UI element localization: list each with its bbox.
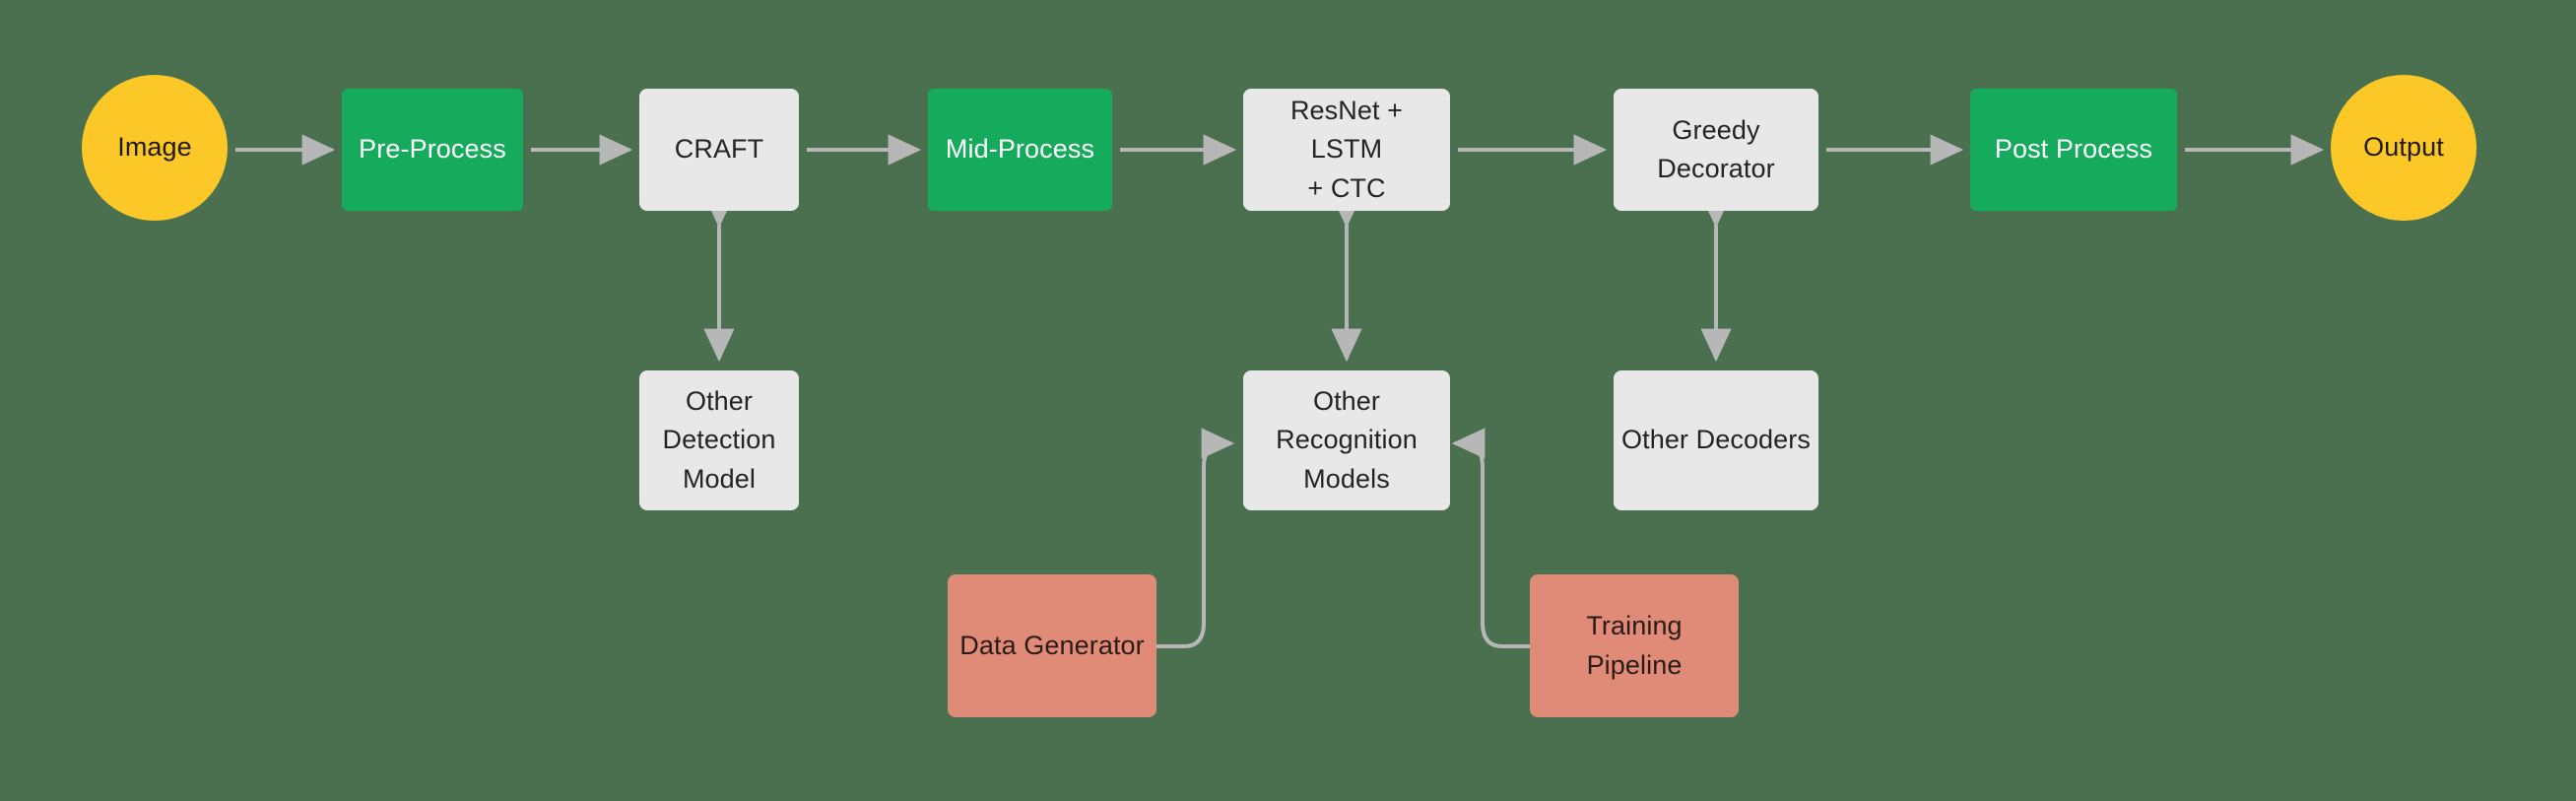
node-craft[interactable]: CRAFT: [639, 89, 799, 211]
node-training-pipeline[interactable]: Training Pipeline: [1530, 574, 1739, 717]
node-other-decoders-label: Other Decoders: [1621, 425, 1811, 455]
node-resnet-lstm-ctc[interactable]: ResNet + LSTM + CTC: [1243, 89, 1450, 211]
node-resnet-lstm-ctc-label: ResNet + LSTM + CTC: [1289, 96, 1404, 203]
node-image-label: Image: [117, 132, 192, 163]
node-output-label: Output: [2363, 132, 2444, 163]
node-data-generator[interactable]: Data Generator: [948, 574, 1156, 717]
node-other-decoders[interactable]: Other Decoders: [1614, 370, 1818, 510]
node-greedy-decorator[interactable]: Greedy Decorator: [1614, 89, 1818, 211]
node-greedy-decorator-label: Greedy Decorator: [1657, 114, 1775, 183]
node-post-process-label: Post Process: [1994, 134, 2153, 165]
edge-training-pipeline-to-other-recognition: [1451, 428, 1530, 648]
node-other-recognition-models[interactable]: Other Recognition Models: [1243, 370, 1450, 510]
edge-data-generator-to-other-recognition: [1156, 428, 1235, 648]
node-image[interactable]: Image: [82, 75, 228, 221]
node-output[interactable]: Output: [2331, 75, 2477, 221]
node-other-recognition-models-label: Other Recognition Models: [1276, 386, 1418, 494]
node-post-process[interactable]: Post Process: [1970, 89, 2177, 211]
node-pre-process-label: Pre-Process: [359, 134, 506, 165]
node-mid-process[interactable]: Mid-Process: [928, 89, 1112, 211]
node-craft-label: CRAFT: [674, 134, 764, 165]
node-data-generator-label: Data Generator: [959, 630, 1145, 660]
node-other-detection-model-label: Other Detection Model: [662, 386, 776, 494]
node-pre-process[interactable]: Pre-Process: [342, 89, 523, 211]
node-mid-process-label: Mid-Process: [945, 134, 1095, 165]
node-other-detection-model[interactable]: Other Detection Model: [639, 370, 799, 510]
node-training-pipeline-label: Training Pipeline: [1586, 611, 1683, 680]
